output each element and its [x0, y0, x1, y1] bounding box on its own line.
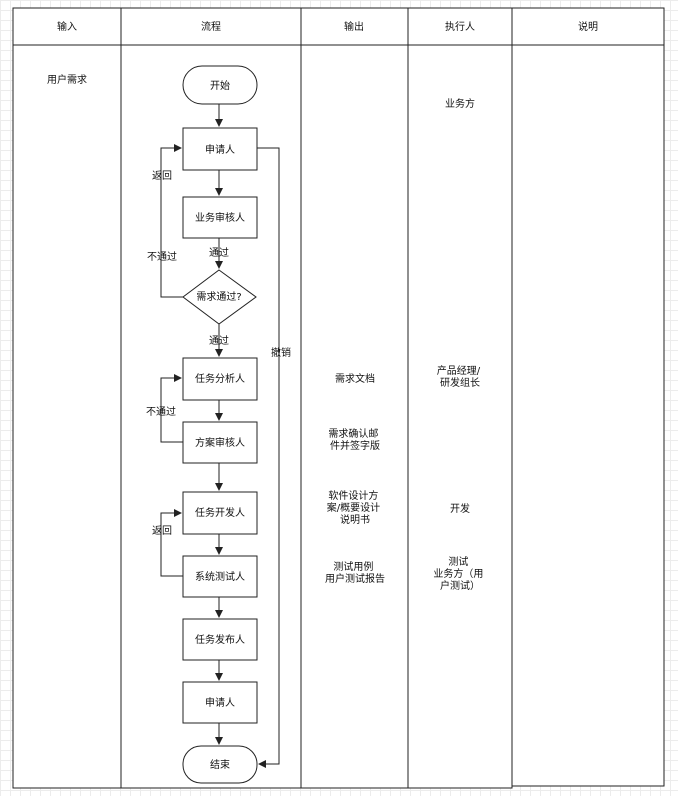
header-cell-process — [120, 7, 302, 46]
node-decision-label: 需求通过? — [196, 290, 241, 303]
edge-label-return-2: 返回 — [152, 525, 172, 537]
header-cell-executor — [407, 7, 513, 46]
edge-systest-return — [160, 509, 183, 577]
edge-label-pass-1: 通过 — [209, 246, 229, 259]
lane-notes — [511, 7, 665, 787]
node-apply — [182, 127, 258, 171]
node-task-release-label: 任务发布人 — [195, 633, 245, 646]
node-decision — [182, 269, 257, 325]
lane-output — [300, 7, 409, 789]
node-start-label: 开始 — [210, 79, 230, 92]
node-start — [182, 65, 258, 105]
node-apply-final-label: 申请人 — [205, 696, 235, 709]
header-executor: 执行人 — [445, 20, 475, 33]
input-user-requirement: 用户需求 — [47, 73, 87, 86]
node-task-analysis — [182, 357, 258, 401]
node-biz-review-label: 业务审核人 — [195, 211, 245, 224]
node-task-release — [182, 618, 258, 661]
lane-input — [12, 7, 122, 789]
edge-label-pass-2: 通过 — [209, 334, 229, 347]
node-task-dev — [182, 491, 258, 535]
flow-edges — [160, 104, 280, 768]
output-confirm-email: 需求确认邮 件并签字版 — [328, 427, 381, 452]
edge-planreview-reject — [160, 374, 183, 443]
node-biz-review — [182, 196, 258, 239]
executor-business: 业务方 — [445, 97, 475, 110]
header-output: 输出 — [344, 20, 364, 33]
node-task-analysis-label: 任务分析人 — [195, 372, 245, 385]
edge-decision-reject-return — [160, 144, 183, 298]
header-input: 输入 — [57, 20, 77, 33]
executor-test: 测试 业务方（用 户测试） — [433, 555, 486, 592]
lane-executor — [407, 7, 513, 789]
node-apply-label: 申请人 — [205, 143, 235, 156]
node-end — [182, 745, 258, 784]
header-notes: 说明 — [578, 20, 598, 33]
node-end-label: 结束 — [210, 758, 230, 771]
edge-cancel — [257, 147, 280, 768]
output-design-doc: 软件设计方 案/概要设计 说明书 — [327, 489, 384, 526]
node-sys-test — [182, 555, 258, 598]
node-apply-final — [182, 681, 258, 724]
executor-pm-lead: 产品经理/ 研发组长 — [437, 364, 484, 389]
edge-label-cancel: 撤销 — [271, 346, 291, 359]
node-plan-review-label: 方案审核人 — [195, 436, 245, 449]
edge-label-reject-2: 不通过 — [146, 405, 176, 418]
node-plan-review — [182, 421, 258, 464]
output-requirement-doc: 需求文档 — [335, 372, 375, 385]
edge-label-return-1: 返回 — [152, 170, 172, 182]
executor-dev: 开发 — [450, 502, 470, 515]
header-cell-input — [12, 7, 122, 46]
node-task-dev-label: 任务开发人 — [195, 506, 245, 519]
header-process: 流程 — [201, 20, 221, 33]
edge-label-reject-1: 不通过 — [147, 250, 177, 263]
header-cell-notes — [511, 7, 665, 46]
output-test-docs: 测试用例 用户测试报告 — [325, 560, 385, 585]
node-sys-test-label: 系统测试人 — [195, 570, 245, 583]
